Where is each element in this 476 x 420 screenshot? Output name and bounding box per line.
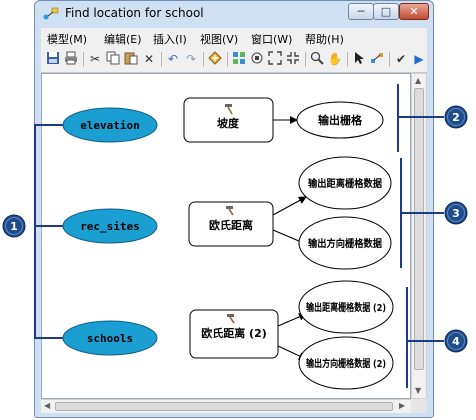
menu-edit[interactable]: 编辑(E)	[104, 33, 142, 46]
menu-insert[interactable]: 插入(I)	[153, 33, 187, 46]
input-label-schools: schools	[87, 332, 133, 345]
callout-1-bracket	[34, 124, 64, 339]
callout-4-number: 4	[452, 335, 460, 348]
close-button[interactable]: ✕	[399, 3, 429, 20]
menu-view[interactable]: 视图(V)	[200, 33, 239, 46]
connector-euc-to-distance	[272, 196, 307, 216]
tool-label-euclidean-distance-2: 欧氏距离 (2)	[201, 326, 267, 340]
save-icon[interactable]	[45, 51, 61, 67]
full-extent-icon[interactable]	[249, 51, 265, 67]
menu-bar: 模型(M) 编辑(E) 插入(I) 视图(V) 窗口(W) 帮助(H)	[41, 28, 427, 48]
scroll-left-arrow[interactable]: ◀	[44, 401, 51, 410]
callout-1-number: 1	[10, 220, 18, 233]
auto-layout-icon[interactable]	[231, 51, 247, 67]
zoom-out-icon[interactable]	[285, 51, 301, 67]
callout-2: 2	[444, 105, 468, 129]
hammer-icon	[225, 104, 233, 115]
toolbar-separator	[203, 52, 204, 67]
title-bar[interactable]: Find location for school ─ □ ✕	[35, 1, 433, 27]
toolbar-separator	[227, 52, 228, 67]
cut-icon[interactable]: ✂	[89, 52, 101, 66]
output-distance-raster-2[interactable]: 输出距离栅格数据 (2)	[298, 280, 394, 334]
delete-icon[interactable]: ✕	[143, 52, 155, 66]
vertical-scroll-thumb[interactable]	[414, 88, 424, 370]
copy-icon[interactable]	[105, 51, 121, 67]
input-rec-sites[interactable]: rec_sites	[62, 208, 158, 244]
callout-1: 1	[2, 214, 26, 238]
print-icon[interactable]	[63, 51, 79, 67]
output-label-direction-raster: 输出方向栅格数据	[308, 237, 382, 250]
scroll-right-arrow[interactable]: ▶	[399, 401, 406, 410]
output-label-distance-raster: 输出距离栅格数据	[308, 177, 382, 190]
pan-icon[interactable]: ✋	[327, 52, 343, 66]
input-elevation[interactable]: elevation	[62, 107, 158, 143]
connect-icon[interactable]	[369, 51, 385, 67]
horizontal-scrollbar[interactable]: ◀ ▶	[41, 399, 411, 413]
validate-icon[interactable]: ✔	[395, 52, 407, 66]
window-title: Find location for school	[65, 6, 204, 20]
toolbar-separator	[161, 52, 162, 67]
callout-3: 3	[444, 201, 468, 225]
menu-help[interactable]: 帮助(H)	[305, 33, 344, 46]
hammer-icon	[226, 206, 234, 216]
undo-icon[interactable]: ↶	[167, 52, 179, 66]
vertical-scrollbar[interactable]: ▲ ▼	[411, 73, 427, 399]
toolbar-separator	[347, 52, 348, 67]
tool-euclidean-distance-2[interactable]: 欧氏距离 (2)	[189, 309, 279, 359]
menu-window[interactable]: 窗口(W)	[251, 33, 293, 46]
tool-slope[interactable]: 坡度	[183, 97, 274, 143]
tool-label-euclidean-distance: 欧氏距离	[209, 218, 253, 232]
output-direction-raster[interactable]: 输出方向栅格数据	[298, 216, 392, 270]
callout-3-bracket	[400, 158, 444, 268]
toolbar: ✂ ✕ ↶ ↷ ✋ ✔ ▶	[41, 48, 427, 73]
size-grip[interactable]	[411, 399, 427, 413]
callout-4-bracket	[406, 287, 444, 388]
input-schools[interactable]: schools	[62, 320, 158, 356]
scroll-up-arrow[interactable]: ▲	[415, 76, 422, 85]
modelbuilder-app-icon	[43, 7, 59, 20]
output-direction-raster-2[interactable]: 输出方向栅格数据 (2)	[298, 336, 394, 390]
callout-2-bracket	[397, 84, 444, 152]
toolbar-separator	[305, 52, 306, 67]
redo-icon[interactable]: ↷	[185, 52, 197, 66]
output-raster[interactable]: 输出栅格	[296, 101, 384, 139]
tool-euclidean-distance[interactable]: 欧氏距离	[188, 201, 274, 247]
output-label-distance-raster-2: 输出距离栅格数据 (2)	[306, 301, 386, 314]
toolbar-separator	[83, 52, 84, 67]
callout-4: 4	[444, 329, 468, 353]
input-label-elevation: elevation	[80, 119, 140, 132]
output-label-raster: 输出栅格	[318, 113, 363, 127]
callout-2-number: 2	[452, 111, 460, 124]
output-distance-raster[interactable]: 输出距离栅格数据	[298, 156, 392, 210]
toolbar-separator	[389, 52, 390, 67]
zoom-in-icon[interactable]	[267, 51, 283, 67]
zoom-tool-icon[interactable]	[309, 51, 325, 67]
scroll-down-arrow[interactable]: ▼	[415, 386, 422, 395]
output-label-direction-raster-2: 输出方向栅格数据 (2)	[306, 357, 386, 370]
menu-model[interactable]: 模型(M)	[47, 33, 88, 46]
input-label-rec-sites: rec_sites	[80, 220, 140, 233]
paste-icon[interactable]	[123, 51, 139, 67]
maximize-button[interactable]: □	[373, 3, 399, 20]
hammer-icon	[227, 314, 235, 324]
horizontal-scroll-thumb[interactable]	[55, 402, 393, 411]
select-icon[interactable]	[351, 51, 367, 67]
tool-label-slope: 坡度	[217, 116, 240, 130]
add-data-icon[interactable]	[207, 51, 223, 67]
callout-3-number: 3	[452, 207, 460, 220]
run-icon[interactable]: ▶	[414, 52, 424, 66]
